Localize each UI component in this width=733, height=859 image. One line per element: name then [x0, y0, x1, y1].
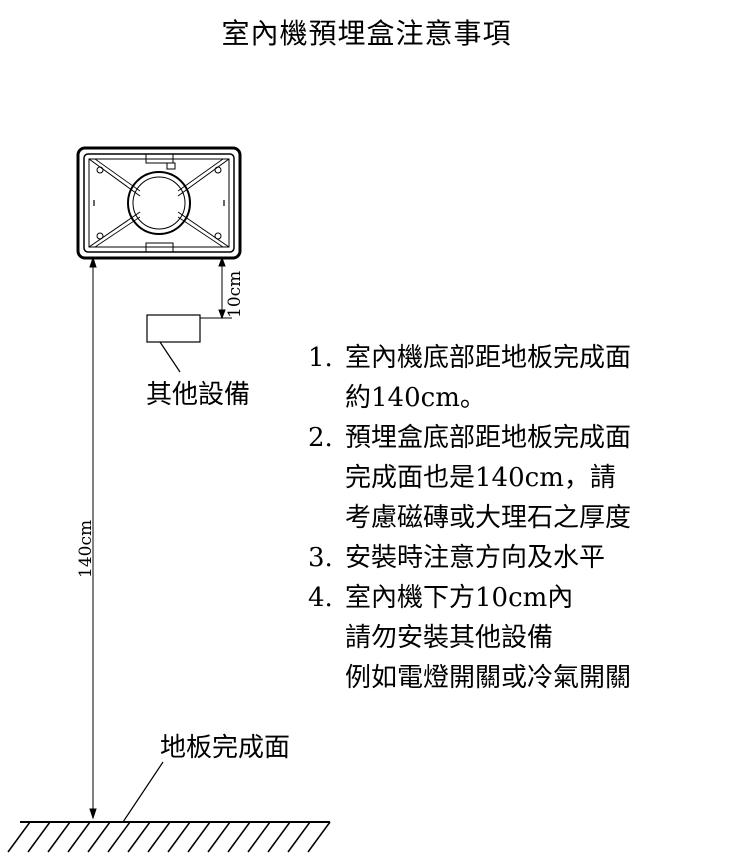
note-number: 2.	[308, 423, 333, 453]
note-line: 預埋盒底部距地板完成面	[345, 423, 632, 453]
note-number: 1.	[308, 343, 333, 373]
note-number: 3.	[308, 543, 333, 573]
embedded-box-drawing	[76, 146, 242, 260]
hatch-line	[187, 821, 211, 853]
note-line: 考慮磁磚或大理石之厚度	[345, 503, 632, 533]
note-item: 1. 室內機底部距地板完成面 約140cm。	[308, 338, 631, 418]
hatch-line	[287, 821, 311, 853]
note-line: 約140cm。	[345, 383, 486, 413]
hatch-line	[227, 821, 251, 853]
note-item: 2. 預埋盒底部距地板完成面 完成面也是140cm，請 考慮磁磚或大理石之厚度	[308, 418, 631, 538]
dimension-140cm	[89, 256, 97, 820]
hatch-line	[167, 821, 191, 853]
hatch-line	[7, 821, 31, 853]
hatch-line	[207, 821, 231, 853]
hatch-line	[107, 821, 131, 853]
floor-finish-label: 地板完成面	[160, 733, 291, 763]
notes-list: 1. 室內機底部距地板完成面 約140cm。 2. 預埋盒底部距地板完成面 完成…	[308, 338, 631, 698]
hatch-line	[27, 821, 51, 853]
note-line: 室內機下方10cm內	[345, 583, 574, 613]
floor-hatching	[7, 821, 331, 853]
other-equipment-label: 其他設備	[146, 380, 251, 410]
hatch-line	[247, 821, 271, 853]
dimension-10cm	[200, 256, 232, 320]
other-equipment-box	[146, 314, 201, 373]
hatch-line	[147, 821, 171, 853]
hatch-line	[307, 821, 331, 853]
dimension-label-140cm: 140cm	[76, 519, 96, 578]
note-item: 3. 安裝時注意方向及水平	[308, 538, 631, 578]
note-line: 完成面也是140cm，請	[345, 463, 616, 493]
hatch-line	[267, 821, 291, 853]
note-line: 室內機底部距地板完成面	[345, 343, 632, 373]
note-number: 4.	[308, 583, 333, 613]
dimension-label-10cm: 10cm	[225, 270, 245, 318]
page-title: 室內機預埋盒注意事項	[221, 17, 512, 50]
hatch-line	[87, 821, 111, 853]
hatch-line	[127, 821, 151, 853]
floor-line	[20, 761, 330, 823]
note-line: 安裝時注意方向及水平	[345, 543, 606, 573]
hatch-line	[47, 821, 71, 853]
hatch-line	[67, 821, 91, 853]
note-line: 請勿安裝其他設備	[345, 623, 554, 653]
note-item: 4. 室內機下方10cm內 請勿安裝其他設備 例如電燈開關或冷氣開關	[308, 578, 631, 698]
note-line: 例如電燈開關或冷氣開關	[345, 663, 632, 693]
